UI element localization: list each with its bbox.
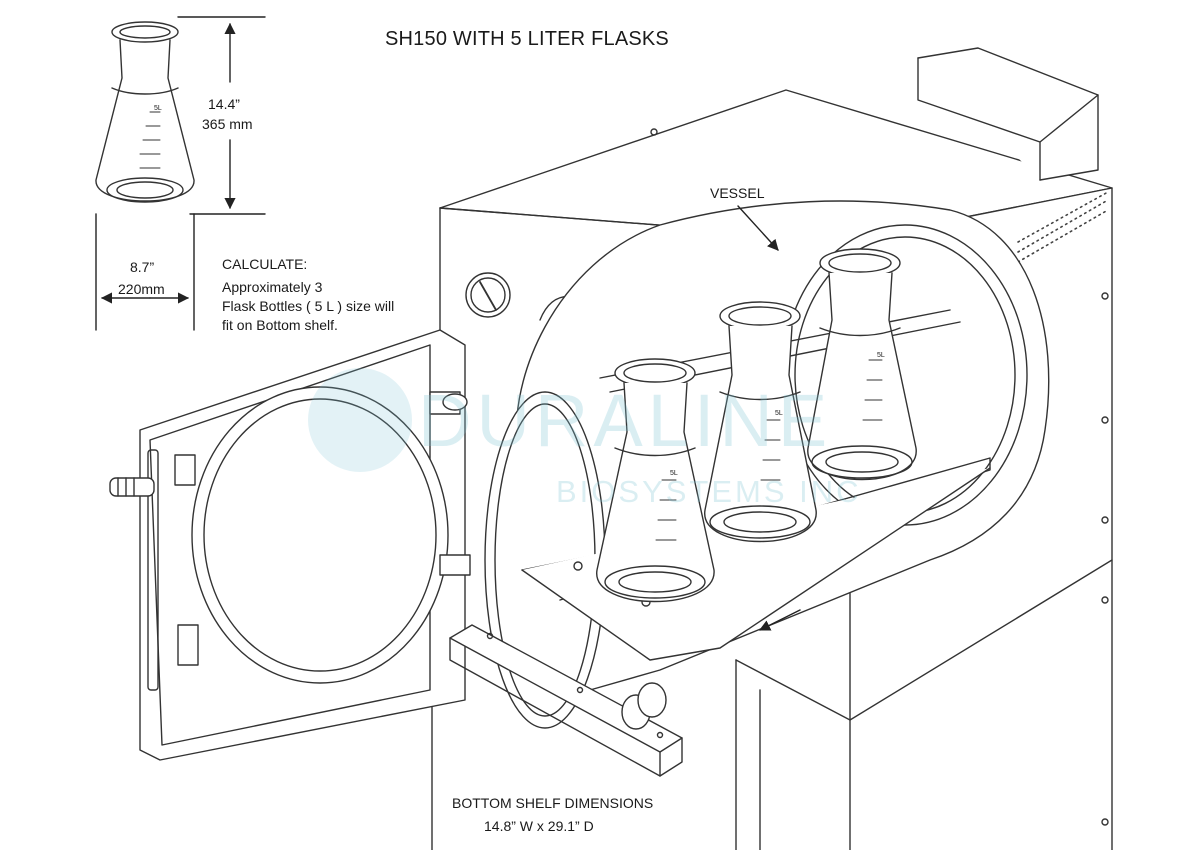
height-metric: 365 mm: [202, 116, 253, 132]
slide-arrow: [758, 609, 801, 631]
watermark-sub: BIOSYSTEMS INC: [556, 474, 862, 509]
calculate-heading: CALCULATE:: [222, 256, 308, 272]
reference-flask: [95, 21, 195, 203]
door-handle: [109, 477, 155, 497]
calculate-line-1: Approximately 3: [222, 279, 323, 295]
valve-knob: [621, 682, 667, 730]
shelf-flask-back: [807, 248, 917, 481]
vessel-pointer: [737, 205, 779, 251]
height-imperial: 14.4”: [208, 96, 240, 112]
page-title: SH150 WITH 5 LITER FLASKS: [385, 28, 669, 50]
flask-marking-back: 5L: [877, 352, 885, 359]
flask-marking-reference: 5L: [154, 105, 162, 112]
autoclave-door: [109, 329, 471, 761]
watermark-brand: DURALINE: [418, 379, 833, 462]
shelf-flask-front: [596, 358, 715, 603]
flask-marking-middle: 5L: [775, 410, 783, 417]
bottom-shelf-dimensions: 14.8” W x 29.1” D: [484, 818, 594, 834]
width-metric: 220mm: [118, 281, 165, 297]
pressure-gauge: [465, 272, 511, 318]
vessel-label: VESSEL: [710, 185, 765, 201]
height-dimension: [177, 16, 266, 215]
bottom-shelf-heading: BOTTOM SHELF DIMENSIONS: [452, 795, 654, 811]
calculate-line-3: fit on Bottom shelf.: [222, 317, 338, 333]
vent-grille: [1017, 191, 1109, 263]
width-dimension: [95, 213, 195, 331]
width-imperial: 8.7”: [130, 259, 155, 275]
calculate-line-2: Flask Bottles ( 5 L ) size will: [222, 298, 395, 314]
shelf-bracket: [449, 624, 683, 777]
watermark-logo: [308, 368, 412, 472]
flask-marking-front: 5L: [670, 470, 678, 477]
shelf-flask-middle: [704, 301, 817, 543]
